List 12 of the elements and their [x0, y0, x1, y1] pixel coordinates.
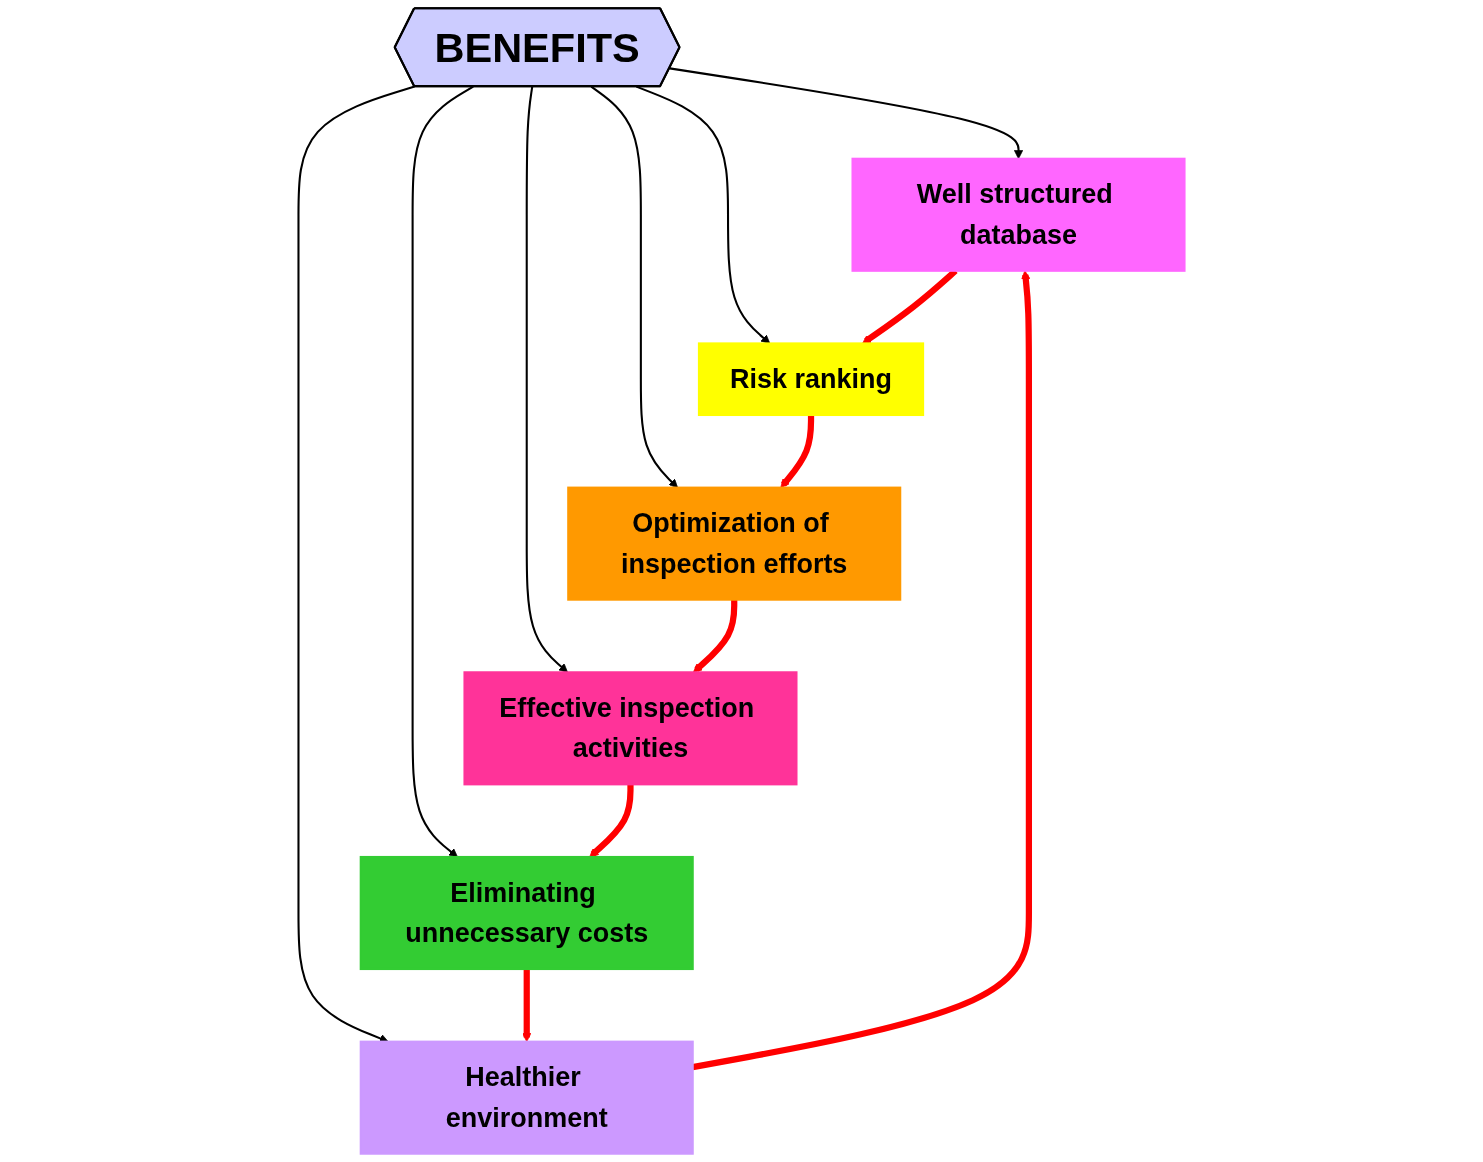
- node-box: Well structured database: [851, 157, 1186, 272]
- node-box: Healthier environment: [359, 1040, 694, 1155]
- arrow: [522, 969, 532, 1043]
- arrow: [780, 415, 815, 489]
- node-box: Optimization of inspection efforts: [567, 486, 902, 601]
- arrow: [525, 86, 568, 673]
- node-box: Effective inspection activities: [463, 671, 798, 786]
- arrow: [693, 599, 738, 673]
- arrow: [692, 270, 1032, 1071]
- node-box: Risk ranking: [697, 342, 925, 417]
- node-box: Eliminating unnecessary costs: [359, 855, 694, 971]
- arrow: [589, 784, 634, 858]
